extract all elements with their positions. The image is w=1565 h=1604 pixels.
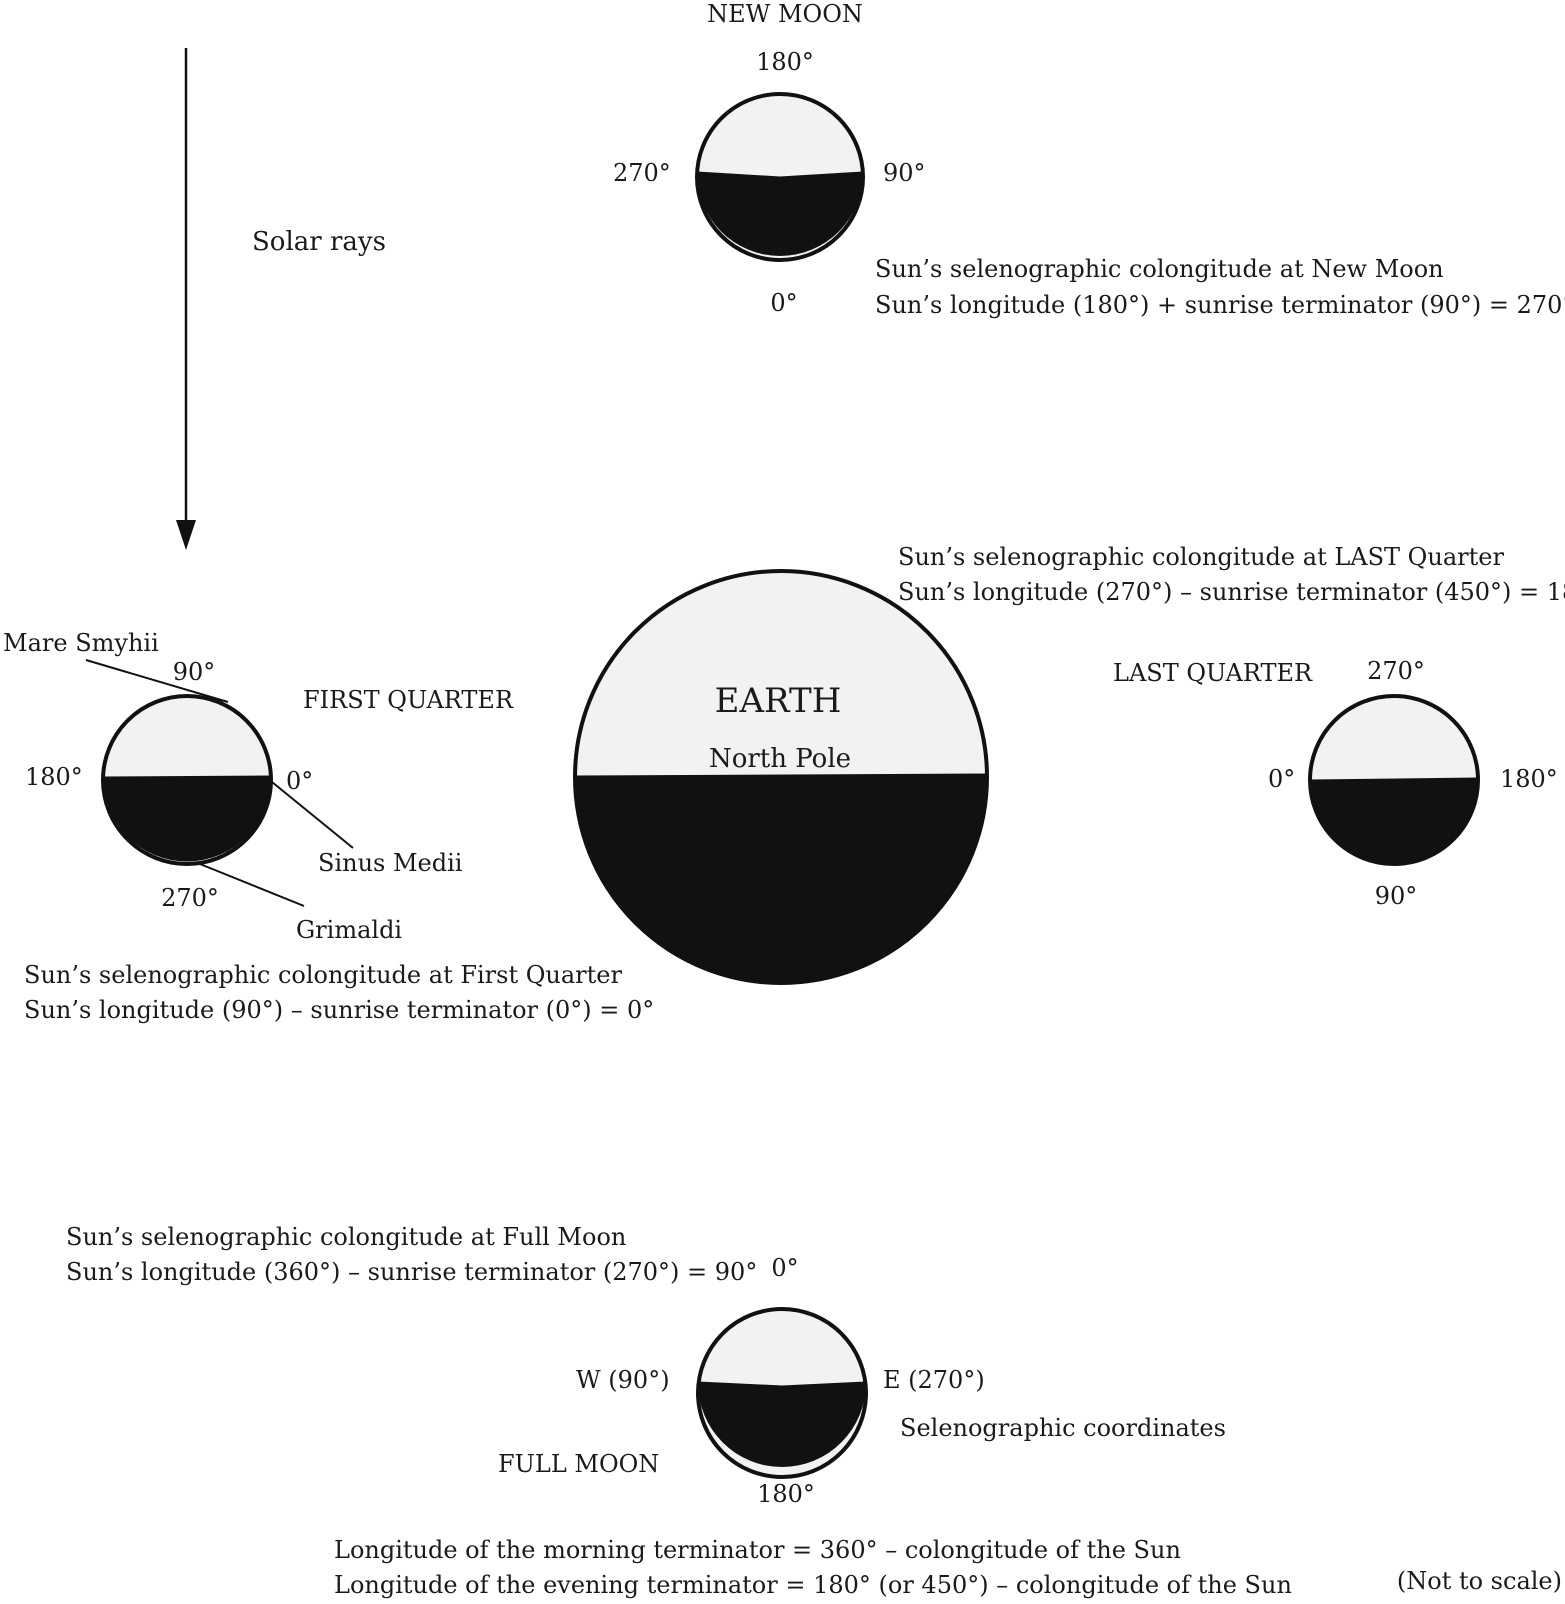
first-quarter-globe: [101, 694, 273, 866]
last-quarter-caption-2: Sun’s longitude (270°) – sunrise termina…: [898, 578, 1565, 606]
solar-rays-label: Solar rays: [252, 227, 386, 257]
first-quarter-feature-top: Mare Smyhii: [3, 629, 159, 657]
mare-smyhii-leader: [85, 659, 229, 703]
first-quarter-label-bottom: 270°: [161, 884, 219, 912]
new-moon-label-bottom: 0°: [770, 289, 797, 317]
first-quarter-feature-right: Sinus Medii: [318, 849, 463, 877]
new-moon-label-left: 270°: [613, 159, 671, 187]
full-moon-caption-2: Sun’s longitude (360°) – sunrise termina…: [66, 1258, 757, 1286]
full-moon-label-top: 0°: [771, 1254, 798, 1282]
first-quarter-caption-2: Sun’s longitude (90°) – sunrise terminat…: [24, 996, 654, 1024]
full-moon-title: FULL MOON: [498, 1450, 659, 1478]
full-moon-globe: [696, 1307, 868, 1479]
not-to-scale-note: (Not to scale): [1397, 1567, 1562, 1595]
footer-line-1: Longitude of the morning terminator = 36…: [334, 1536, 1181, 1564]
new-moon-caption-2: Sun’s longitude (180°) + sunrise termina…: [875, 291, 1565, 319]
last-quarter-label-left: 0°: [1268, 765, 1295, 793]
new-moon-globe: [695, 92, 865, 262]
last-quarter-title: LAST QUARTER: [1113, 659, 1313, 687]
full-moon-caption-1: Sun’s selenographic colongitude at Full …: [66, 1223, 626, 1251]
full-moon-label-right: E (270°): [883, 1366, 985, 1394]
footer-line-2: Longitude of the evening terminator = 18…: [334, 1571, 1292, 1599]
first-quarter-caption-1: Sun’s selenographic colongitude at First…: [24, 961, 622, 989]
first-quarter-label-top: 90°: [173, 658, 216, 686]
full-moon-coords-label: Selenographic coordinates: [900, 1414, 1226, 1442]
first-quarter-title: FIRST QUARTER: [303, 686, 514, 714]
new-moon-title: NEW MOON: [707, 0, 863, 28]
last-quarter-label-top: 270°: [1367, 657, 1425, 685]
last-quarter-label-right: 180°: [1500, 765, 1558, 793]
last-quarter-label-bottom: 90°: [1375, 882, 1418, 910]
earth-globe: [573, 569, 989, 985]
solar-rays-arrow: [176, 48, 196, 550]
first-quarter-label-left: 180°: [25, 763, 83, 791]
first-quarter-feature-bottom: Grimaldi: [296, 916, 402, 944]
earth-subtitle: North Pole: [709, 744, 851, 774]
last-quarter-globe: [1308, 694, 1480, 866]
full-moon-label-bottom: 180°: [757, 1480, 815, 1508]
new-moon-label-top: 180°: [756, 48, 814, 76]
new-moon-label-right: 90°: [883, 159, 926, 187]
earth-title: EARTH: [715, 681, 842, 721]
full-moon-label-left: W (90°): [576, 1366, 670, 1394]
first-quarter-label-right: 0°: [286, 767, 313, 795]
sinus-medii-leader: [271, 781, 354, 849]
last-quarter-caption-1: Sun’s selenographic colongitude at LAST …: [898, 543, 1504, 571]
grimaldi-leader: [194, 861, 305, 907]
new-moon-caption-1: Sun’s selenographic colongitude at New M…: [875, 255, 1444, 283]
